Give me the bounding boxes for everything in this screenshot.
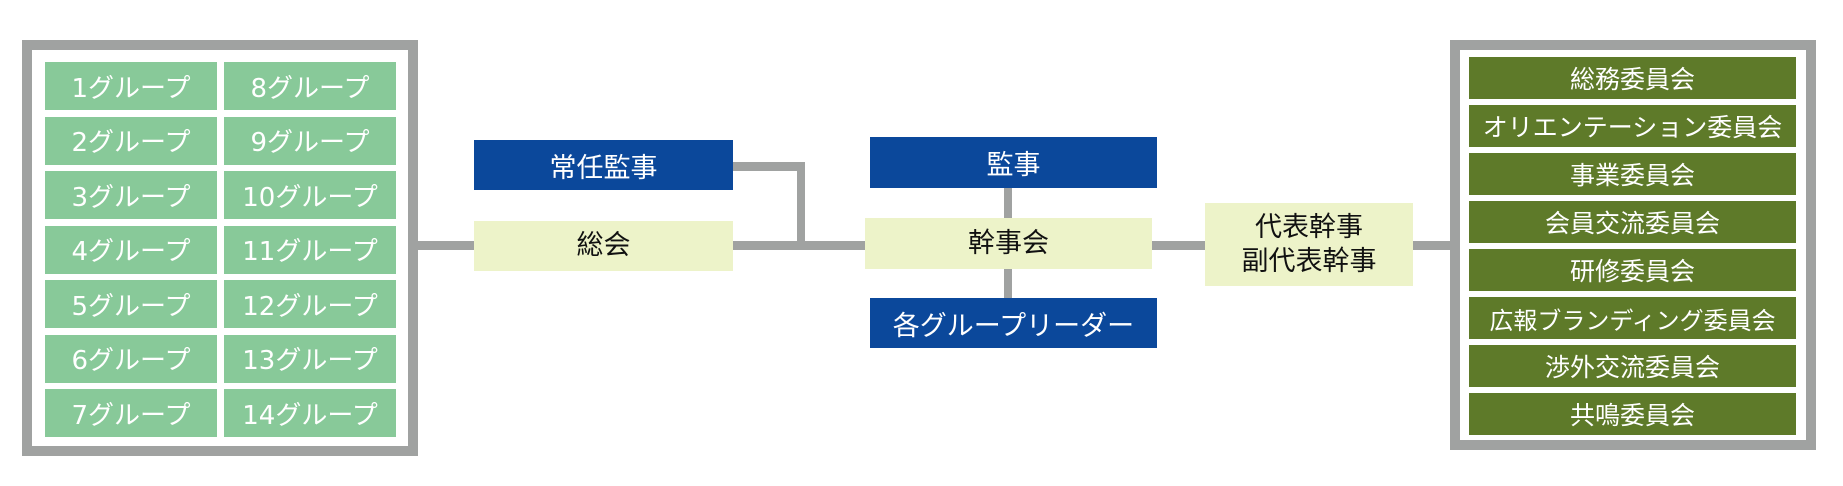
representatives-box: 代表幹事 副代表幹事: [1205, 203, 1413, 286]
group-5: 5グループ: [45, 280, 217, 328]
groups-frame: 1グループ 8グループ 2グループ 9グループ 3グループ 10グループ 4グル…: [22, 40, 418, 456]
connector-council-to-representatives: [1152, 241, 1205, 250]
group-8: 8グループ: [224, 62, 396, 110]
committee-training: 研修委員会: [1469, 249, 1796, 291]
vice-representative-director-label: 副代表幹事: [1241, 245, 1377, 277]
auditor-box: 監事: [870, 137, 1157, 188]
general-assembly-box: 総会: [474, 221, 733, 271]
group-10: 10グループ: [224, 171, 396, 219]
representative-director-label: 代表幹事: [1255, 211, 1363, 243]
groups-grid: 1グループ 8グループ 2グループ 9グループ 3グループ 10グループ 4グル…: [45, 62, 396, 437]
group-leaders-box: 各グループリーダー: [870, 298, 1157, 348]
connector-standing-auditor-horizontal: [733, 162, 805, 171]
committees-frame: 総務委員会 オリエンテーション委員会 事業委員会 会員交流委員会 研修委員会 広…: [1450, 40, 1816, 450]
connector-council-to-leaders: [1004, 268, 1012, 299]
connector-auditor-to-council: [1004, 187, 1012, 218]
group-14: 14グループ: [224, 389, 396, 437]
group-6: 6グループ: [45, 334, 217, 383]
group-12: 12グループ: [224, 280, 396, 328]
standing-auditor-box: 常任監事: [474, 140, 733, 190]
committee-orientation: オリエンテーション委員会: [1469, 105, 1796, 147]
group-11: 11グループ: [224, 225, 396, 274]
connector-groups-to-assembly: [418, 241, 474, 250]
committees-list: 総務委員会 オリエンテーション委員会 事業委員会 会員交流委員会 研修委員会 広…: [1469, 57, 1796, 435]
group-2: 2グループ: [45, 116, 217, 165]
connector-representatives-to-committees: [1413, 241, 1451, 250]
group-7: 7グループ: [45, 389, 217, 437]
group-3: 3グループ: [45, 171, 217, 219]
committee-business: 事業委員会: [1469, 153, 1796, 195]
committee-member-exchange: 会員交流委員会: [1469, 201, 1796, 243]
group-1: 1グループ: [45, 62, 217, 110]
connector-standing-auditor-vertical: [797, 162, 805, 250]
group-9: 9グループ: [224, 116, 396, 165]
committee-resonance: 共鳴委員会: [1469, 393, 1796, 435]
secretariat-council-box: 幹事会: [865, 218, 1152, 269]
committee-external-relations: 渉外交流委員会: [1469, 345, 1796, 387]
group-13: 13グループ: [224, 334, 396, 383]
committee-pr-branding: 広報ブランディング委員会: [1469, 297, 1796, 339]
group-4: 4グループ: [45, 225, 217, 274]
committee-general-affairs: 総務委員会: [1469, 57, 1796, 99]
